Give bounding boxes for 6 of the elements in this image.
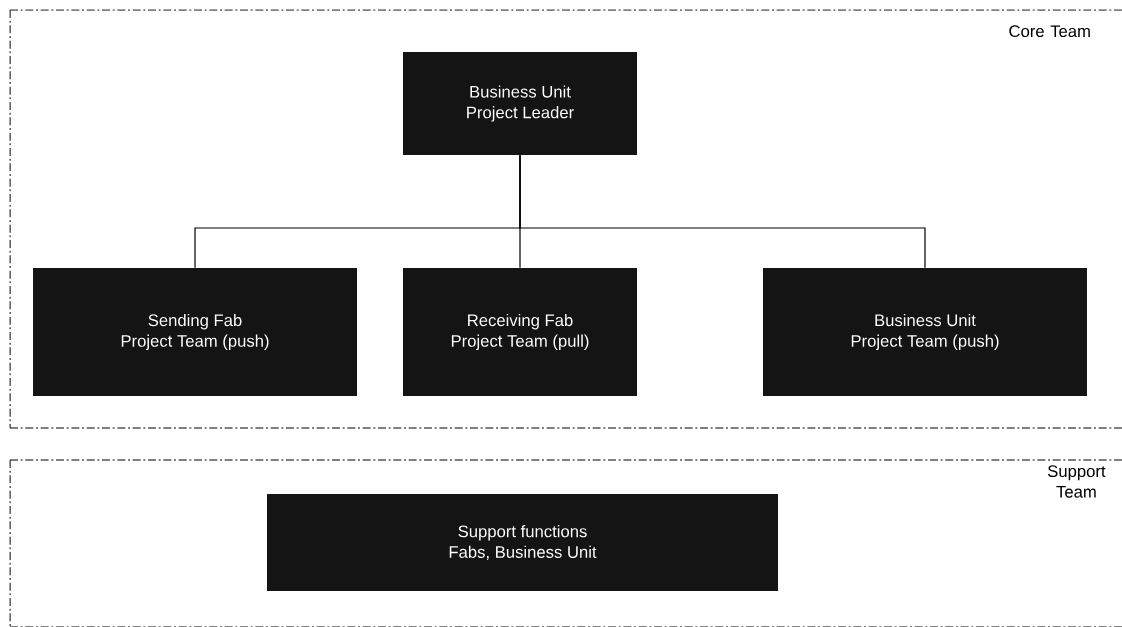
team-box: Business Unit Project Leader — [403, 52, 637, 155]
connector-line — [519, 154, 926, 269]
team-box: Support functions Fabs, Business Unit — [267, 494, 778, 591]
team-box: Business Unit Project Team (push) — [763, 268, 1087, 396]
team-box: Sending Fab Project Team (push) — [33, 268, 357, 396]
team-box: Receiving Fab Project Team (pull) — [403, 268, 637, 396]
